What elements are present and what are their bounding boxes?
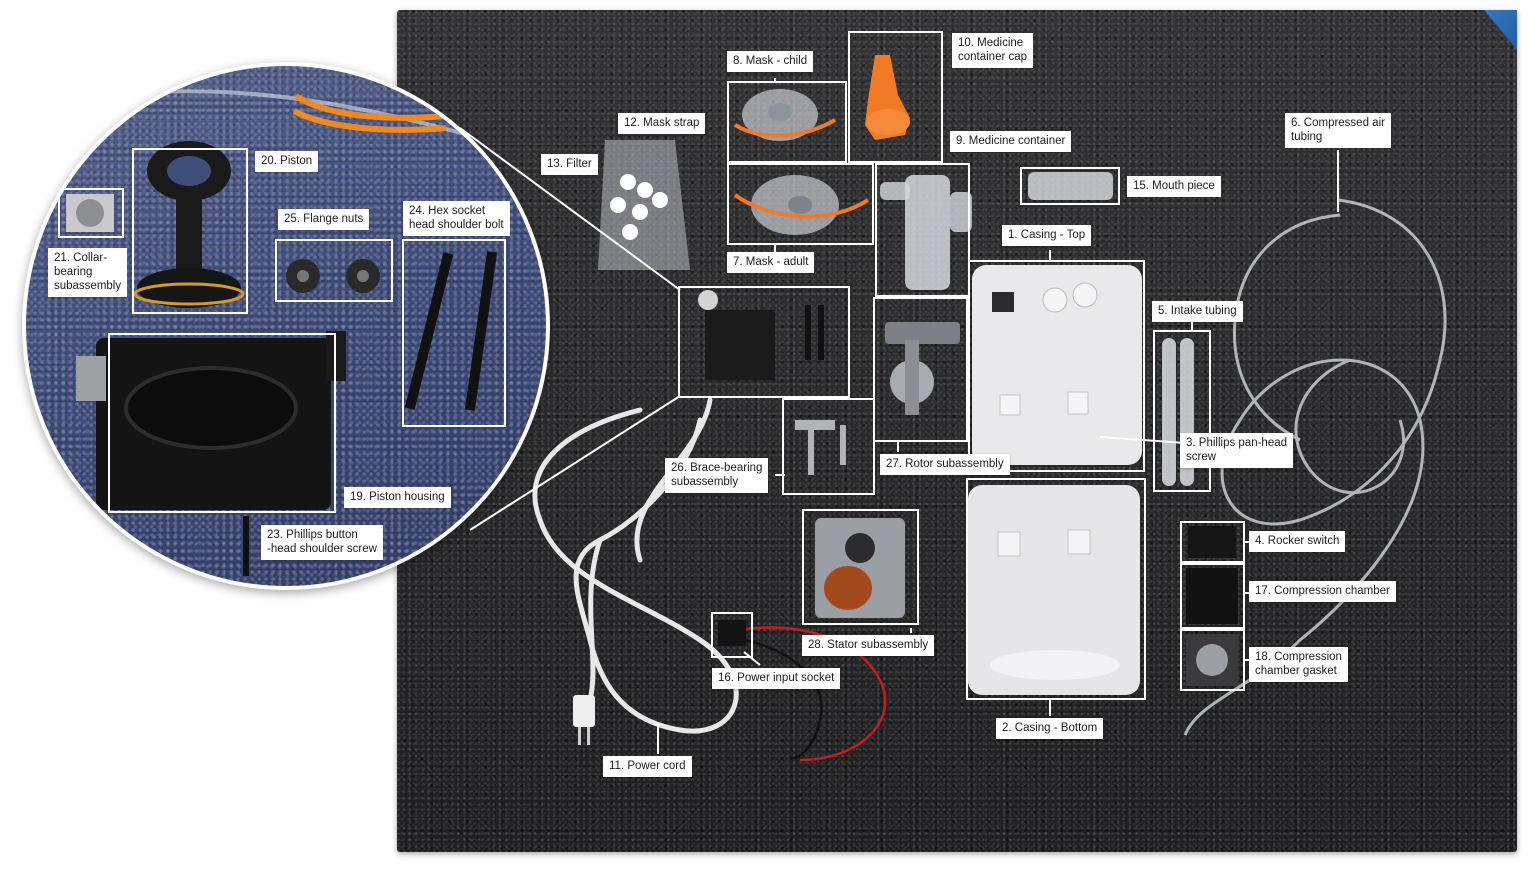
highlight-rotor xyxy=(873,297,968,442)
label-medicine-container: 9. Medicine container xyxy=(950,131,1072,152)
label-piston: 20. Piston xyxy=(255,151,319,172)
label-rocker-switch: 4. Rocker switch xyxy=(1249,531,1346,552)
label-power-input-socket: 16. Power input socket xyxy=(712,668,841,689)
label-compressed-air-tubing: 6. Compressed air tubing xyxy=(1285,113,1391,148)
highlight-pump-cluster xyxy=(678,286,850,398)
label-intake-tubing: 5. Intake tubing xyxy=(1152,301,1243,322)
label-compression-chamber: 17. Compression chamber xyxy=(1249,581,1396,602)
casing-bottom-part xyxy=(968,485,1140,695)
label-collar-bearing: 21. Collar- bearing subassembly xyxy=(48,248,128,297)
highlight-piston xyxy=(132,148,248,314)
label-rotor: 27. Rotor subassembly xyxy=(880,454,1010,475)
highlight-piston-housing xyxy=(108,333,336,513)
rotor-part xyxy=(885,322,960,415)
zoom-inset: 21. Collar- bearing subassembly 20. Pist… xyxy=(22,62,550,590)
label-phillips-pan-head-screw: 3. Phillips pan-head screw xyxy=(1180,433,1294,468)
zoom-parts xyxy=(45,89,507,576)
label-mask-adult: 7. Mask - adult xyxy=(727,252,815,273)
mouth-piece-part xyxy=(1028,172,1113,200)
highlight-casing-top xyxy=(968,260,1145,472)
highlight-stator xyxy=(802,509,919,625)
label-hex-bolt: 24. Hex socket head shoulder bolt xyxy=(403,201,510,236)
casing-top-part xyxy=(972,265,1142,465)
label-power-cord: 11. Power cord xyxy=(603,756,692,777)
highlight-intake-tubing xyxy=(1153,330,1211,492)
power-cord xyxy=(532,397,739,734)
highlight-gasket xyxy=(1180,629,1245,691)
label-phillips-button-screw: 23. Phillips button -head shoulder screw xyxy=(261,525,383,560)
highlight-hex-bolt xyxy=(402,239,506,427)
label-mask-child: 8. Mask - child xyxy=(727,51,814,72)
label-gasket: 18. Compression chamber gasket xyxy=(1249,647,1348,682)
highlight-medicine-cap xyxy=(848,31,943,163)
label-flange-nuts: 25. Flange nuts xyxy=(278,209,370,230)
highlight-mask-child xyxy=(727,81,847,163)
filter-bag-part xyxy=(598,140,690,270)
highlight-mouth-piece xyxy=(1020,167,1120,205)
label-casing-bottom: 2. Casing - Bottom xyxy=(996,718,1104,739)
highlight-flange-nuts xyxy=(275,239,393,302)
power-input-socket-part xyxy=(718,620,746,646)
highlight-collar-bearing xyxy=(58,188,124,238)
label-piston-housing: 19. Piston housing xyxy=(344,487,451,508)
medicine-cap-part xyxy=(865,55,910,140)
label-mask-strap: 12. Mask strap xyxy=(618,113,706,134)
label-casing-top: 1. Casing - Top xyxy=(1002,225,1092,246)
label-stator: 28. Stator subassembly xyxy=(802,635,935,656)
label-medicine-cap: 10. Medicine container cap xyxy=(952,33,1034,68)
highlight-compression-chamber xyxy=(1180,563,1245,629)
highlight-rocker-switch xyxy=(1180,521,1245,563)
highlight-mask-adult xyxy=(727,163,874,245)
highlight-brace-bearing xyxy=(782,398,875,495)
label-filter: 13. Filter xyxy=(541,154,598,175)
gasket-part xyxy=(1186,634,1238,686)
rocker-switch-part xyxy=(1188,526,1236,558)
brace-bearing-part xyxy=(795,420,846,475)
stator-part xyxy=(815,518,905,618)
socket-wires xyxy=(739,626,887,762)
medicine-container-part xyxy=(880,175,972,290)
compression-chamber-part xyxy=(1186,568,1238,624)
pump-cluster-part xyxy=(698,290,824,380)
highlight-casing-bottom xyxy=(966,478,1146,700)
label-brace-bearing: 26. Brace-bearing subassembly xyxy=(665,458,769,493)
label-mouth-piece: 15. Mouth piece xyxy=(1127,176,1221,197)
highlight-power-socket xyxy=(711,612,753,658)
highlight-medicine-container xyxy=(875,163,970,297)
mask-adult-part xyxy=(733,175,870,235)
mask-child-part xyxy=(733,89,836,141)
plug xyxy=(573,695,595,745)
